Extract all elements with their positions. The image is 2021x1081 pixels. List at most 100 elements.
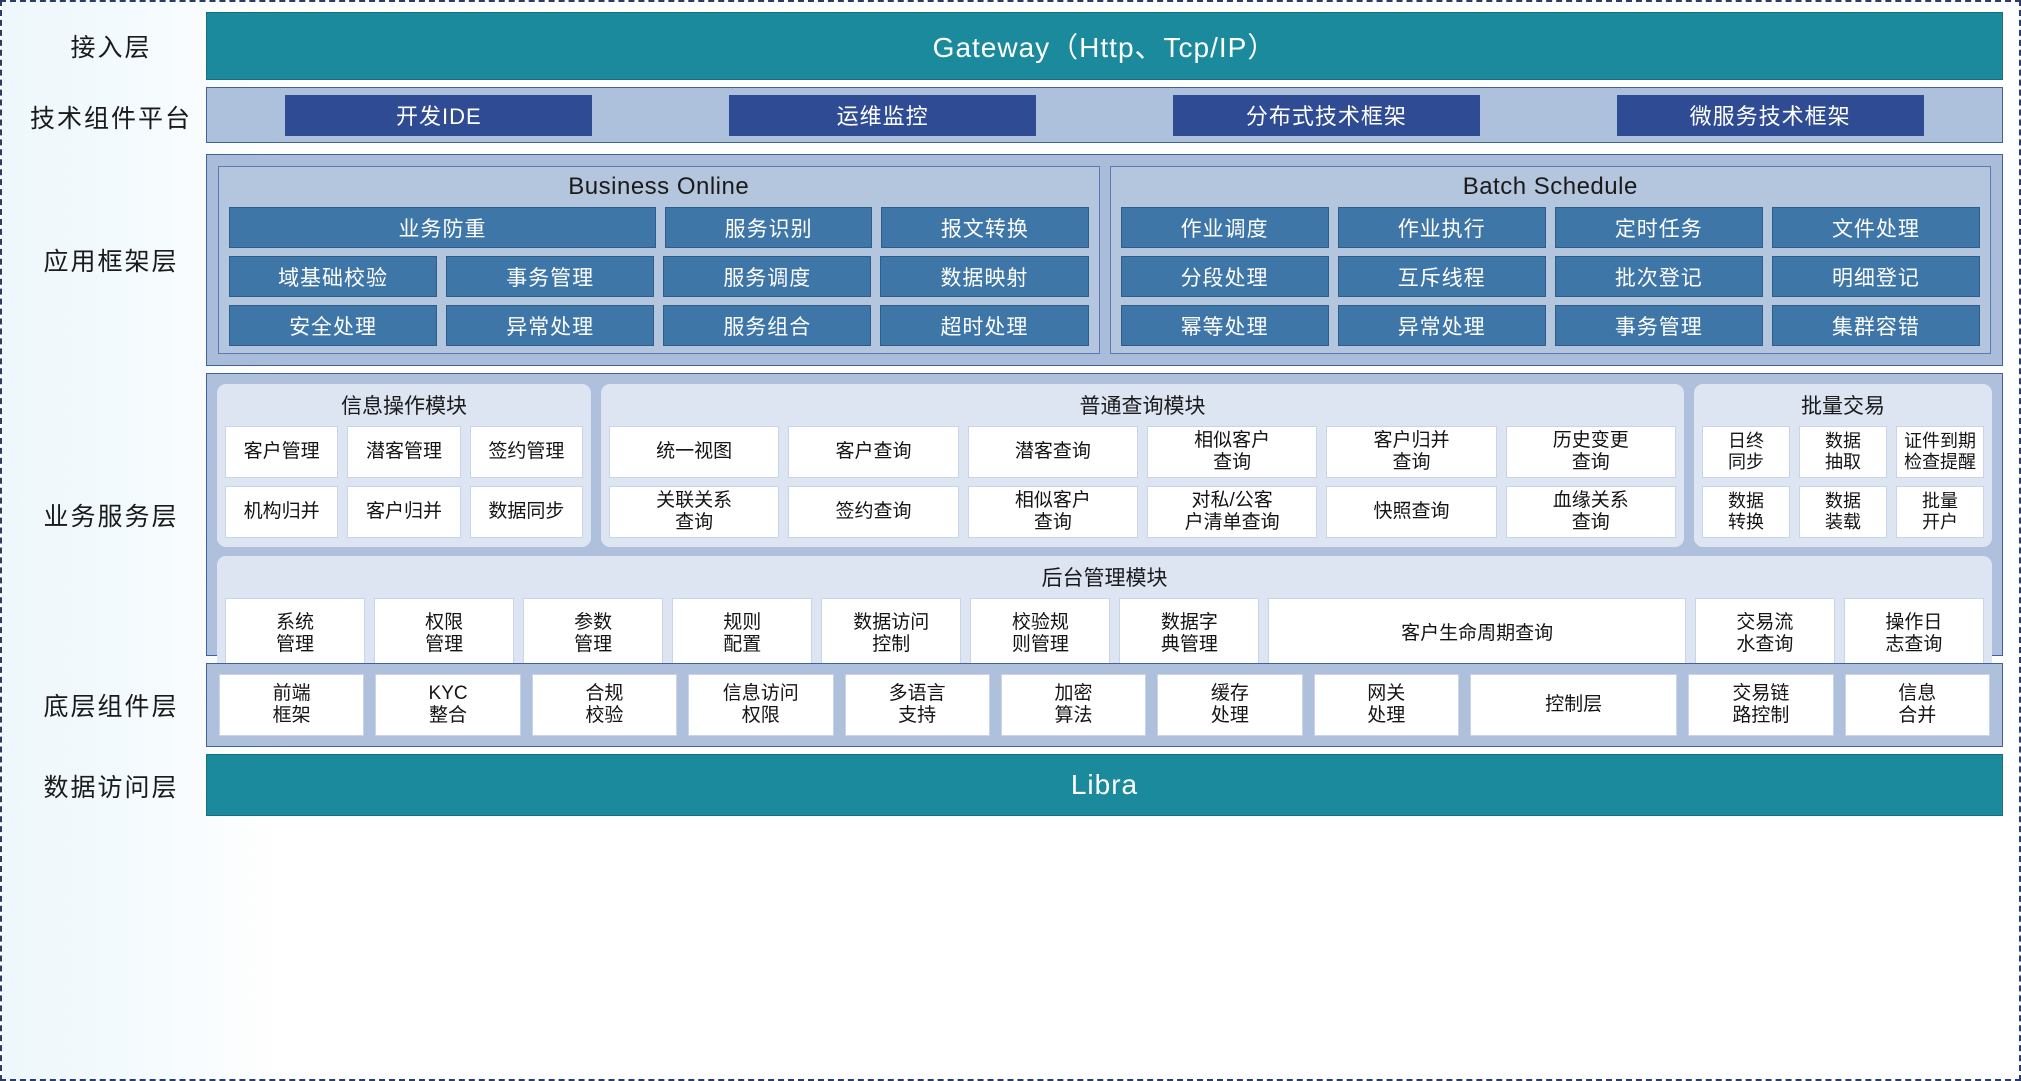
tile-multilanguage-support[interactable]: 多语言 支持 xyxy=(844,674,990,736)
tile-encryption-algorithm[interactable]: 加密 算法 xyxy=(1000,674,1147,736)
fw-cell-mutex-thread[interactable]: 互斥线程 xyxy=(1337,256,1546,297)
fw-cell-service-composition[interactable]: 服务组合 xyxy=(663,305,872,346)
tech-chip-ide[interactable]: 开发IDE xyxy=(285,94,593,136)
tile-lineage-relationship-query[interactable]: 血缘关系 查询 xyxy=(1505,486,1676,538)
fw-cell-segment-processing[interactable]: 分段处理 xyxy=(1120,256,1329,297)
module-general-query: 普通查询模块 统一视图 客户查询 潜客查询 相似客户 查询 客户归并 查询 历史… xyxy=(601,384,1684,547)
tile-data-dictionary-mgmt[interactable]: 数据字 典管理 xyxy=(1119,598,1260,669)
layer-label-app-framework: 应用框架层 xyxy=(43,248,179,276)
fw-cell-detail-registration[interactable]: 明细登记 xyxy=(1771,256,1980,297)
fw-cell-service-dispatch[interactable]: 服务调度 xyxy=(663,256,872,297)
framework-group-batch-schedule: Batch Schedule 作业调度 作业执行 定时任务 文件处理 分段处理 … xyxy=(1109,166,1991,354)
fw-cell-domain-validation[interactable]: 域基础校验 xyxy=(229,256,438,297)
tile-compliance-validation[interactable]: 合规 校验 xyxy=(531,674,678,736)
fw-cell-exception-handling-batch[interactable]: 异常处理 xyxy=(1337,305,1546,346)
tile-org-merge[interactable]: 机构归并 xyxy=(225,486,339,538)
fw-cell-timed-task[interactable]: 定时任务 xyxy=(1554,207,1763,248)
business-service-band: 信息操作模块 客户管理 潜客管理 签约管理 机构归并 客户归并 xyxy=(206,373,2003,678)
framework-row: 安全处理 异常处理 服务组合 超时处理 xyxy=(229,305,1089,346)
module-title-general-query: 普通查询模块 xyxy=(1079,395,1206,418)
fw-cell-transaction-mgmt-batch[interactable]: 事务管理 xyxy=(1554,305,1763,346)
tile-transaction-flow-query[interactable]: 交易流 水查询 xyxy=(1694,598,1835,669)
layer-row-app-framework: 应用框架层 Business Online 业务防重 服务识别 报文转换 xyxy=(16,154,2003,366)
module-row: 统一视图 客户查询 潜客查询 相似客户 查询 客户归并 查询 历史变更 查询 xyxy=(609,426,1676,478)
fw-cell-message-transform[interactable]: 报文转换 xyxy=(881,207,1089,248)
tile-validation-rule-mgmt[interactable]: 校验规 则管理 xyxy=(970,598,1111,669)
tile-customer-merge-query[interactable]: 客户归并 查询 xyxy=(1326,426,1497,478)
tile-info-merge[interactable]: 信息 合并 xyxy=(1844,674,1990,736)
tile-system-mgmt[interactable]: 系统 管理 xyxy=(225,598,366,669)
tile-relationship-query[interactable]: 关联关系 查询 xyxy=(609,486,780,538)
module-row: 关联关系 查询 签约查询 相似客户 查询 对私/公客 户清单查询 快照查询 血缘… xyxy=(609,486,1676,538)
tile-prospect-query[interactable]: 潜客查询 xyxy=(967,426,1138,478)
group-title-business-online: Business Online xyxy=(568,173,750,200)
fw-cell-batch-registration[interactable]: 批次登记 xyxy=(1554,256,1763,297)
module-info-operations: 信息操作模块 客户管理 潜客管理 签约管理 机构归并 客户归并 xyxy=(217,384,591,547)
tile-kyc-integration[interactable]: KYC 整合 xyxy=(375,674,521,736)
tile-certificate-expiry-reminder[interactable]: 证件到期 检查提醒 xyxy=(1896,426,1984,478)
tile-info-access-permission[interactable]: 信息访问 权限 xyxy=(688,674,834,736)
libra-bar[interactable]: Libra xyxy=(206,754,2003,816)
tech-chip-ops-monitor[interactable]: 运维监控 xyxy=(729,94,1037,136)
layer-row-base-components: 底层组件层 前端 框架 KYC 整合 合规 校验 信息访问 权限 多语言 支持 … xyxy=(16,663,2003,747)
tile-gateway-handling[interactable]: 网关 处理 xyxy=(1313,674,1459,736)
tile-retail-corporate-list-query[interactable]: 对私/公客 户清单查询 xyxy=(1146,486,1318,538)
tech-chip-microservice-framework[interactable]: 微服务技术框架 xyxy=(1616,94,1924,136)
group-title-batch-schedule: Batch Schedule xyxy=(1462,173,1638,200)
fw-cell-service-identify[interactable]: 服务识别 xyxy=(664,207,873,248)
tile-contract-query[interactable]: 签约查询 xyxy=(788,486,959,538)
tile-transaction-chain-control[interactable]: 交易链 路控制 xyxy=(1688,674,1834,736)
tile-unified-view[interactable]: 统一视图 xyxy=(609,426,780,478)
framework-row: 分段处理 互斥线程 批次登记 明细登记 xyxy=(1120,256,1980,297)
tile-history-change-query[interactable]: 历史变更 查询 xyxy=(1505,426,1676,478)
tile-data-sync[interactable]: 数据同步 xyxy=(469,486,583,538)
tile-frontend-framework[interactable]: 前端 框架 xyxy=(219,674,365,736)
framework-row: 幂等处理 异常处理 事务管理 集群容错 xyxy=(1120,305,1980,346)
module-row: 客户管理 潜客管理 签约管理 xyxy=(225,426,583,478)
tile-customer-merge[interactable]: 客户归并 xyxy=(347,486,461,538)
fw-cell-file-processing[interactable]: 文件处理 xyxy=(1771,207,1980,248)
gateway-bar[interactable]: Gateway（Http、Tcp/IP） xyxy=(206,12,2003,80)
tile-data-extract[interactable]: 数据 抽取 xyxy=(1799,426,1887,478)
fw-cell-business-dedup[interactable]: 业务防重 xyxy=(229,207,656,248)
layer-row-business-service: 业务服务层 信息操作模块 客户管理 潜客管理 签约管理 xyxy=(16,373,2003,678)
layer-label-business-service: 业务服务层 xyxy=(43,502,179,531)
tech-platform-band: 开发IDE 运维监控 分布式技术框架 微服务技术框架 xyxy=(206,87,2003,143)
tech-chip-distributed-framework[interactable]: 分布式技术框架 xyxy=(1172,94,1480,136)
tile-eod-sync[interactable]: 日终 同步 xyxy=(1702,426,1790,478)
fw-cell-transaction-mgmt[interactable]: 事务管理 xyxy=(446,256,655,297)
fw-cell-timeout-handling[interactable]: 超时处理 xyxy=(880,305,1089,346)
module-row: 机构归并 客户归并 数据同步 xyxy=(225,486,583,538)
tile-permission-mgmt[interactable]: 权限 管理 xyxy=(374,598,515,669)
tile-batch-account-opening[interactable]: 批量 开户 xyxy=(1896,486,1984,538)
tile-data-access-control[interactable]: 数据访问 控制 xyxy=(821,598,962,669)
layer-row-tech-platform: 技术组件平台 开发IDE 运维监控 分布式技术框架 微服务技术框架 xyxy=(16,87,2003,147)
framework-group-business-online: Business Online 业务防重 服务识别 报文转换 域基础校验 事务管… xyxy=(218,166,1100,354)
framework-row: 作业调度 作业执行 定时任务 文件处理 xyxy=(1120,207,1980,248)
tile-data-load[interactable]: 数据 装载 xyxy=(1799,486,1887,538)
fw-cell-data-mapping[interactable]: 数据映射 xyxy=(880,256,1089,297)
module-title-batch-transaction: 批量交易 xyxy=(1801,395,1885,418)
tile-customer-lifecycle-query[interactable]: 客户生命周期查询 xyxy=(1268,598,1686,669)
module-row: 数据 转换 数据 装载 批量 开户 xyxy=(1702,486,1984,538)
fw-cell-job-execute[interactable]: 作业执行 xyxy=(1337,207,1546,248)
tile-operation-log-query[interactable]: 操作日 志查询 xyxy=(1843,598,1984,669)
fw-cell-idempotent-handling[interactable]: 幂等处理 xyxy=(1120,305,1329,346)
tile-control-layer[interactable]: 控制层 xyxy=(1470,674,1678,736)
tile-rule-config[interactable]: 规则 配置 xyxy=(672,598,813,669)
fw-cell-security-handling[interactable]: 安全处理 xyxy=(229,305,438,346)
tile-prospect-mgmt[interactable]: 潜客管理 xyxy=(347,426,461,478)
tile-customer-query[interactable]: 客户查询 xyxy=(788,426,959,478)
tile-similar-customer-query[interactable]: 相似客户 查询 xyxy=(1146,426,1318,478)
tile-similar-customer-query-2[interactable]: 相似客户 查询 xyxy=(967,486,1138,538)
fw-cell-cluster-fault-tolerance[interactable]: 集群容错 xyxy=(1771,305,1980,346)
tile-data-transform[interactable]: 数据 转换 xyxy=(1702,486,1790,538)
tile-cache-handling[interactable]: 缓存 处理 xyxy=(1157,674,1303,736)
tile-contract-mgmt[interactable]: 签约管理 xyxy=(469,426,583,478)
module-title-backend-admin: 后台管理模块 xyxy=(1041,567,1168,590)
tile-customer-mgmt[interactable]: 客户管理 xyxy=(225,426,339,478)
tile-parameter-mgmt[interactable]: 参数 管理 xyxy=(523,598,664,669)
fw-cell-job-schedule[interactable]: 作业调度 xyxy=(1120,207,1329,248)
fw-cell-exception-handling[interactable]: 异常处理 xyxy=(446,305,655,346)
tile-snapshot-query[interactable]: 快照查询 xyxy=(1326,486,1497,538)
